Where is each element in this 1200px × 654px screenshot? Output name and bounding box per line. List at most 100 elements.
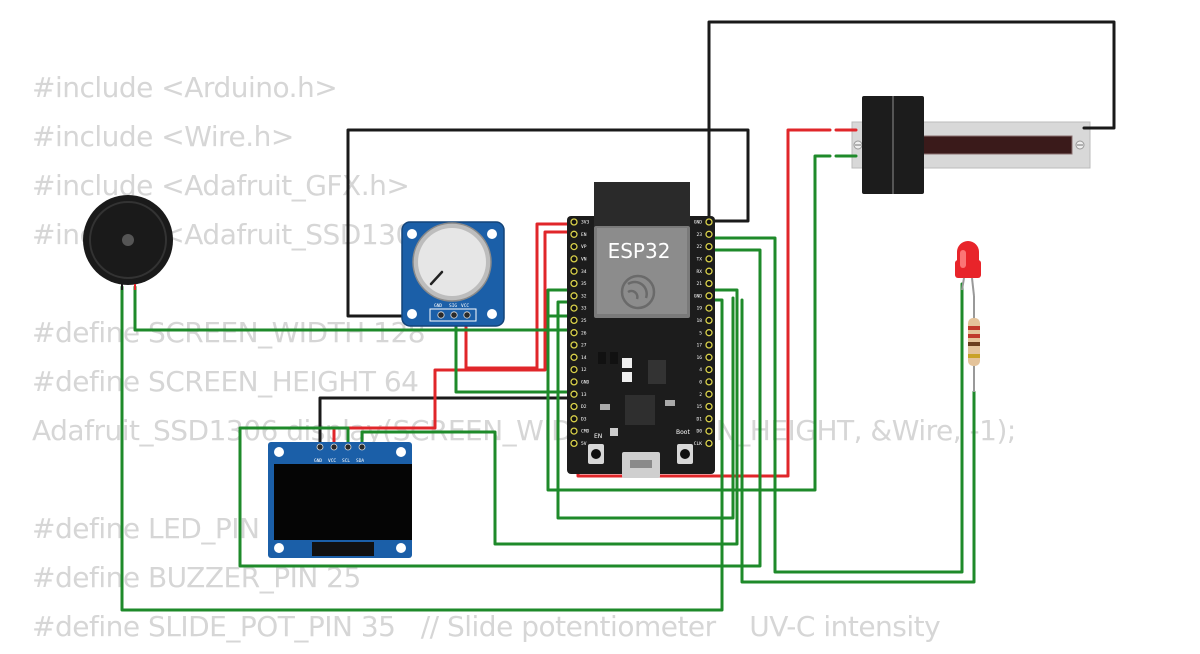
oled-display[interactable]: GND VCC SCL SDA bbox=[268, 442, 412, 558]
wire-green-buzzer-gnd[interactable] bbox=[120, 285, 724, 612]
right-pin[interactable] bbox=[705, 316, 713, 325]
oled-pin-scl: SCL bbox=[342, 458, 350, 464]
resistor[interactable] bbox=[968, 296, 980, 392]
left-pin[interactable] bbox=[570, 230, 578, 238]
left-pin-label: 34 bbox=[581, 269, 587, 275]
left-pin-label: EN bbox=[581, 232, 587, 238]
right-pin-label: CLK bbox=[694, 441, 703, 447]
left-pin-header: 3V3ENVPVN343532332526271412GND13D2D3CMD5… bbox=[570, 218, 590, 448]
esp32-board[interactable]: ESP32 EN Boot 3V3ENVPVN34353233252627141… bbox=[567, 182, 715, 478]
wire-black-slide-gnd[interactable] bbox=[707, 20, 1116, 223]
boot-button[interactable]: Boot bbox=[676, 429, 690, 436]
left-pin[interactable] bbox=[570, 427, 578, 435]
right-pin[interactable] bbox=[705, 329, 713, 337]
left-pin-label: 26 bbox=[581, 330, 587, 336]
right-pin[interactable] bbox=[705, 230, 713, 238]
right-pin[interactable] bbox=[705, 255, 713, 263]
buzzer[interactable] bbox=[83, 195, 173, 290]
knob[interactable] bbox=[418, 228, 486, 296]
rotary-potentiometer[interactable]: GND SIG VCC bbox=[401, 221, 505, 327]
right-pin[interactable] bbox=[705, 390, 713, 398]
right-pin-label: 21 bbox=[696, 281, 702, 287]
right-pin-label: 16 bbox=[696, 355, 702, 361]
left-pin[interactable] bbox=[570, 378, 578, 386]
left-pin-label: 5V bbox=[581, 441, 587, 447]
right-pin-label: D1 bbox=[696, 416, 702, 422]
left-pin-label: VP bbox=[581, 244, 587, 250]
left-pin[interactable] bbox=[570, 341, 578, 349]
oled-screen bbox=[274, 464, 412, 540]
right-pin[interactable] bbox=[705, 353, 713, 361]
right-pin[interactable] bbox=[705, 378, 713, 386]
left-pin[interactable] bbox=[570, 365, 578, 374]
left-pin-label: 12 bbox=[581, 367, 587, 373]
oled-pin-gnd: GND bbox=[314, 458, 322, 464]
code-line: #include <Adafruit_GFX.h> bbox=[32, 169, 410, 202]
right-pin[interactable] bbox=[705, 242, 713, 251]
right-pin[interactable] bbox=[705, 279, 713, 288]
wire-green-pot-sig[interactable] bbox=[454, 314, 580, 394]
slide-potentiometer[interactable] bbox=[851, 96, 1091, 194]
oled-pin-vcc: VCC bbox=[328, 458, 336, 464]
wire-green-resistor[interactable] bbox=[740, 298, 976, 584]
left-pin-label: 3V3 bbox=[581, 220, 590, 226]
espressif-logo-icon bbox=[620, 274, 656, 310]
left-pin-label: 32 bbox=[581, 293, 587, 299]
wire-green-led[interactable] bbox=[709, 236, 964, 574]
right-pin-label: 15 bbox=[696, 404, 702, 410]
wire-red-pot-vcc[interactable] bbox=[464, 222, 580, 370]
red-led[interactable] bbox=[955, 241, 981, 297]
wire-green-bus[interactable] bbox=[556, 296, 735, 520]
wire-green-buzzer[interactable] bbox=[133, 285, 578, 332]
right-pin-label: 17 bbox=[696, 343, 702, 349]
right-pin[interactable] bbox=[705, 292, 713, 300]
left-pin[interactable] bbox=[570, 415, 578, 423]
right-pin[interactable] bbox=[705, 427, 713, 435]
right-pin-label: GND bbox=[694, 293, 703, 299]
left-pin[interactable] bbox=[570, 292, 578, 300]
left-pin[interactable] bbox=[570, 218, 578, 226]
right-pin-label: RX bbox=[696, 269, 702, 275]
right-pin-label: 23 bbox=[696, 232, 702, 238]
right-pin[interactable] bbox=[705, 402, 713, 411]
left-pin[interactable] bbox=[570, 329, 578, 337]
right-pin[interactable] bbox=[705, 341, 713, 349]
right-pin[interactable] bbox=[705, 415, 713, 423]
left-pin[interactable] bbox=[570, 255, 578, 263]
code-line: #define SCREEN_HEIGHT 64 bbox=[32, 365, 419, 398]
left-pin-label: GND bbox=[581, 380, 590, 386]
left-pin[interactable] bbox=[570, 242, 578, 251]
left-pin[interactable] bbox=[570, 402, 578, 411]
right-pin-label: 18 bbox=[696, 318, 702, 324]
en-button[interactable]: EN bbox=[594, 433, 602, 440]
wire-black-pot-gnd[interactable] bbox=[346, 128, 750, 318]
left-pin[interactable] bbox=[570, 353, 578, 361]
right-pin-label: 2 bbox=[699, 392, 702, 398]
wire-black-oled-gnd[interactable] bbox=[318, 396, 584, 448]
right-pin[interactable] bbox=[705, 218, 713, 226]
code-line: #include <Wire.h> bbox=[32, 120, 294, 153]
wire-green-slide-sig[interactable] bbox=[546, 154, 832, 492]
right-pin[interactable] bbox=[705, 304, 713, 312]
right-pin-label: 0 bbox=[699, 380, 702, 386]
pot-pin-gnd: GND bbox=[434, 303, 442, 309]
wire-green-oled-scl[interactable] bbox=[238, 248, 762, 568]
left-pin[interactable] bbox=[570, 304, 578, 312]
code-line: #include <Arduino.h> bbox=[32, 71, 338, 104]
left-pin[interactable] bbox=[570, 390, 578, 398]
left-pin[interactable] bbox=[570, 316, 578, 325]
left-pin-label: 25 bbox=[581, 318, 587, 324]
left-pin[interactable] bbox=[570, 267, 578, 275]
left-pin[interactable] bbox=[570, 439, 578, 448]
wire-green-oled-sda[interactable] bbox=[360, 288, 739, 546]
right-pin-label: 5 bbox=[699, 330, 702, 336]
pot-pin-sig: SIG bbox=[449, 303, 457, 309]
left-pin-label: 33 bbox=[581, 306, 587, 312]
right-pin[interactable] bbox=[705, 439, 713, 448]
right-pin[interactable] bbox=[705, 365, 713, 374]
right-pin-label: D0 bbox=[696, 429, 702, 435]
left-pin[interactable] bbox=[570, 279, 578, 288]
right-pin[interactable] bbox=[705, 267, 713, 275]
right-pin-label: 4 bbox=[699, 367, 702, 373]
